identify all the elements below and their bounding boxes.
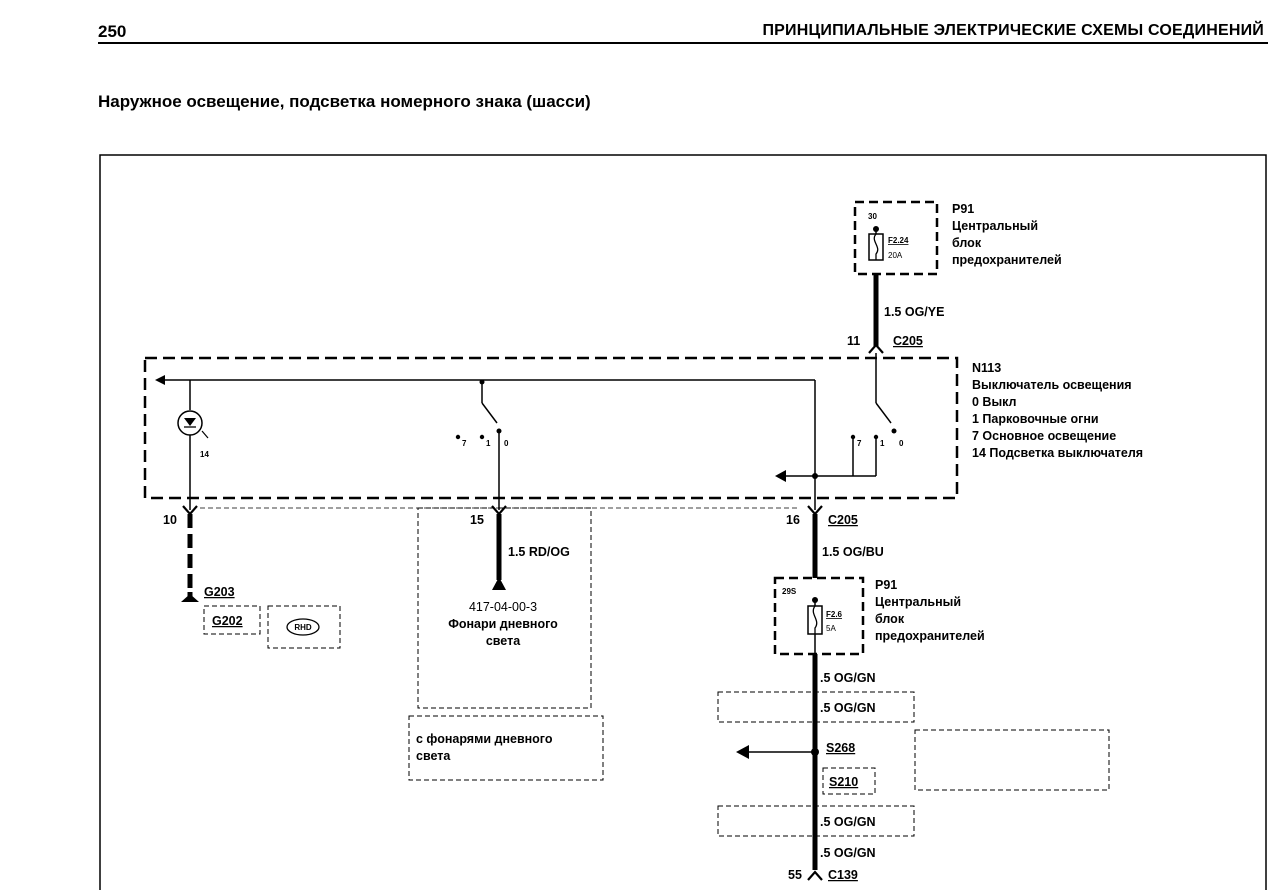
rhd-badge [286,618,320,636]
switch-pos-0: 0 Выкл [972,395,1017,409]
splice-s210-box [822,767,876,795]
pin-left: 10 [163,513,177,527]
drl-name-line1: Фонари дневного [448,617,558,631]
lamp-pin: 14 [200,450,209,459]
variant-box-right [914,729,1110,791]
ground-g203-symbol [181,594,199,602]
drl-note-line1: с фонарями дневного [416,732,553,746]
wire-lower-3: .5 OG/GN [820,815,876,829]
splice-s268: S268 [826,741,855,755]
running-title: ПРИНЦИПИАЛЬНЫЕ ЭЛЕКТРИЧЕСКИЕ СХЕМЫ СОЕДИ… [762,22,1264,39]
ground-g202: G202 [212,614,243,628]
fuse-box-top-outline [853,200,939,276]
switch-pos-14: 14 Подсветка выключателя [972,446,1143,460]
bus-arrow-left [155,375,165,385]
drl-ref: 417-04-00-3 [469,600,537,614]
variant-box-1 [717,691,915,723]
switch-name: Выключатель освещения [972,378,1132,392]
fuse-top-component-id: P91 [952,202,974,216]
rhd-box [267,605,341,649]
connector-c205-top-symbol [868,343,884,354]
wire-mid-label: 1.5 RD/OG [508,545,570,559]
drl-box [417,507,592,709]
switch-right-arrow-left [775,470,786,482]
page-header: 250 ПРИНЦИПИАЛЬНЫЕ ЭЛЕКТРИЧЕСКИЕ СХЕМЫ С… [0,0,1286,44]
fuse-bottom-id: F2.6 [826,610,843,619]
connector-top-pin: 11 [847,334,860,348]
wire-lower-2: .5 OG/GN [820,701,876,715]
diagram-title: Наружное освещение, подсветка номерного … [98,92,591,111]
drl-connector-symbol [492,577,506,590]
switch-mid-contact-1: 1 [486,439,491,448]
wire-top-label: 1.5 OG/YE [884,305,944,319]
fuse-bottom-component-id: P91 [875,578,897,592]
connector-end-pin: 55 [788,868,802,882]
wire-lower-1: .5 OG/GN [820,671,876,685]
connector-bottom-id: C205 [828,513,858,527]
switch-right-contact-1: 1 [880,439,885,448]
ground-g202-box [203,605,261,635]
fuse-bottom-name-line1: Центральный [875,595,961,609]
rhd-label: RHD [294,623,312,632]
switch-mid-contact-0: 0 [504,439,509,448]
fuse-bottom-rating: 5A [826,624,836,633]
switch-mid-blade [481,402,498,424]
fuse-top-name-line3: предохранителей [952,253,1062,267]
variant-box-2 [717,805,915,837]
splice-s268-arrow [736,745,749,759]
switch-id: N113 [972,361,1001,375]
fuse-top-pin: 30 [868,212,877,221]
connector-end-id: C139 [828,868,858,882]
switch-pos-1: 1 Парковочные огни [972,412,1099,426]
fuse-box-bottom-outline [773,576,865,656]
switch-right-contact-7: 7 [857,439,862,448]
drl-note-line2: света [416,749,451,763]
switch-right-contact-0: 0 [899,439,904,448]
splice-s210: S210 [829,775,858,789]
wire-right-label: 1.5 OG/BU [822,545,884,559]
drl-name-line2: света [486,634,521,648]
diagram-border [99,154,1267,890]
switch-pos-7: 7 Основное освещение [972,429,1116,443]
fuse-top-name-line2: блок [952,236,982,250]
connector-top-id: C205 [893,334,923,348]
switch-right-blade [875,402,892,424]
fuse-bottom-name-line2: блок [875,612,905,626]
fuse-bottom-name-line3: предохранителей [875,629,985,643]
pin-mid: 15 [470,513,484,527]
drl-note-box [408,715,604,781]
ground-g203: G203 [204,585,235,599]
switch-box-outline [143,356,959,500]
pin-right: 16 [786,513,800,527]
fuse-top-name-line1: Центральный [952,219,1038,233]
page-number: 250 [98,22,127,41]
wire-lower-4: .5 OG/GN [820,846,876,860]
connector-c139-symbol [807,870,823,881]
fuse-bottom-pin: 29S [782,587,797,596]
fuse-top-id: F2.24 [888,236,909,245]
fuse-top-rating: 20A [888,251,903,260]
header-rule [98,42,1268,44]
switch-mid-contact-7: 7 [462,439,467,448]
